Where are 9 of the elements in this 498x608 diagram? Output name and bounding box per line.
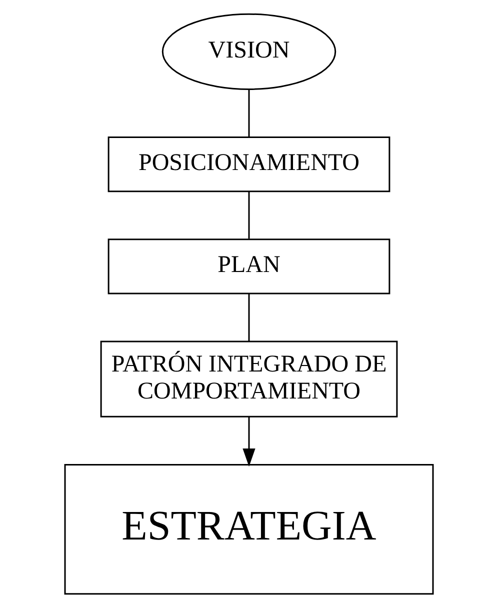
arrow bbox=[242, 416, 256, 467]
node-box: ESTRATEGIA bbox=[64, 464, 434, 595]
node-box: PLAN bbox=[108, 238, 390, 294]
connector bbox=[248, 90, 250, 137]
node-box: PATRÓN INTEGRADO DE COMPORTAMIENTO bbox=[100, 340, 398, 418]
connector bbox=[248, 192, 250, 239]
connector bbox=[248, 294, 250, 342]
node-box: POSICIONAMIENTO bbox=[108, 136, 390, 192]
node-ellipse: VISION bbox=[162, 13, 336, 90]
